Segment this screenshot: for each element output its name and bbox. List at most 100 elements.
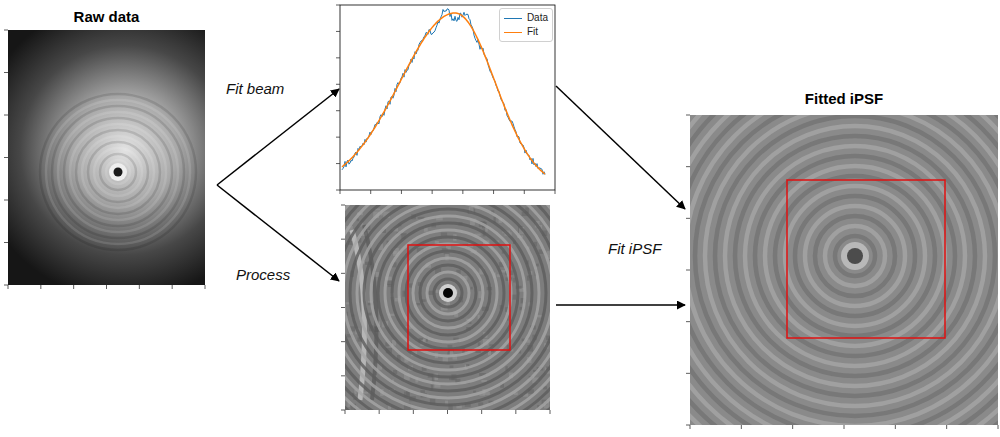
ring (755, 156, 955, 356)
tick (341, 205, 345, 206)
ring (735, 136, 975, 376)
ring (357, 205, 539, 384)
ring (690, 115, 998, 425)
tick (998, 425, 999, 429)
tick (741, 425, 742, 429)
ring (345, 205, 550, 410)
ring (94, 148, 142, 196)
tick (686, 425, 690, 426)
tick (341, 273, 345, 274)
ring (345, 205, 550, 410)
image-panel: Fitted iPSF (690, 90, 998, 425)
noise (435, 241, 439, 244)
ring (52, 106, 184, 238)
tick (447, 410, 448, 414)
ring (88, 142, 148, 202)
tick (106, 285, 107, 289)
ring (795, 196, 915, 316)
noise (527, 276, 529, 281)
halo (439, 284, 457, 302)
tick (481, 410, 482, 414)
tick (686, 218, 690, 219)
tick (493, 190, 494, 194)
center-dot (847, 248, 863, 264)
ring (690, 115, 998, 425)
ring (345, 205, 550, 410)
ring (345, 205, 550, 410)
ring (690, 115, 998, 425)
ring (715, 116, 995, 396)
ring (413, 258, 483, 328)
step-label: Fit iPSF (608, 240, 661, 257)
ring (690, 115, 998, 425)
legend-text: Fit (527, 25, 538, 39)
tick (686, 115, 690, 116)
tick (341, 341, 345, 342)
tick (139, 285, 140, 289)
tick (4, 115, 8, 116)
center-dot (443, 288, 453, 298)
ring (345, 205, 550, 410)
ring (82, 136, 154, 208)
tick (555, 190, 556, 194)
tick (370, 190, 371, 194)
ring (345, 205, 550, 410)
tick (413, 410, 414, 414)
tick (40, 285, 41, 289)
ring (399, 244, 497, 342)
noise (447, 351, 449, 355)
panel-title: Raw data (8, 8, 205, 25)
step-label: Fit beam (226, 80, 284, 97)
plot-legend: DataFit (499, 8, 553, 42)
noise (470, 222, 475, 225)
tick (550, 410, 551, 414)
noise (471, 287, 473, 290)
tick (4, 157, 8, 158)
ring (64, 118, 172, 226)
tick (345, 410, 346, 414)
tick (4, 285, 8, 286)
tick (379, 410, 380, 414)
noise (550, 362, 551, 365)
tick (8, 285, 9, 289)
ring (775, 176, 935, 336)
tick (73, 285, 74, 289)
tick (205, 285, 206, 289)
tick (172, 285, 173, 289)
ring (725, 126, 985, 386)
ring (815, 216, 895, 296)
ring (345, 205, 550, 410)
ring (427, 272, 469, 314)
ring (345, 205, 550, 410)
legend-text: Data (527, 11, 548, 25)
ring (350, 205, 546, 391)
ring (825, 226, 885, 286)
tick (336, 137, 340, 138)
tick (4, 30, 8, 31)
arrow (556, 86, 685, 209)
raw-image (4, 30, 205, 289)
tick (340, 190, 341, 194)
ring (46, 100, 190, 244)
tick (341, 375, 345, 376)
ring (392, 237, 504, 349)
tick (792, 425, 793, 429)
tick (341, 307, 345, 308)
arrows (217, 86, 685, 305)
ring (765, 166, 945, 346)
ring (385, 230, 511, 356)
tick (341, 410, 345, 411)
noise (450, 365, 454, 368)
noise (448, 345, 453, 348)
ring (690, 115, 998, 425)
ring (100, 154, 136, 190)
tick (336, 163, 340, 164)
noise (420, 390, 425, 393)
ring (371, 216, 525, 370)
legend-line-sample (504, 32, 522, 33)
tick (690, 425, 691, 429)
tick (844, 425, 845, 429)
tick (686, 373, 690, 374)
noise (507, 345, 509, 349)
